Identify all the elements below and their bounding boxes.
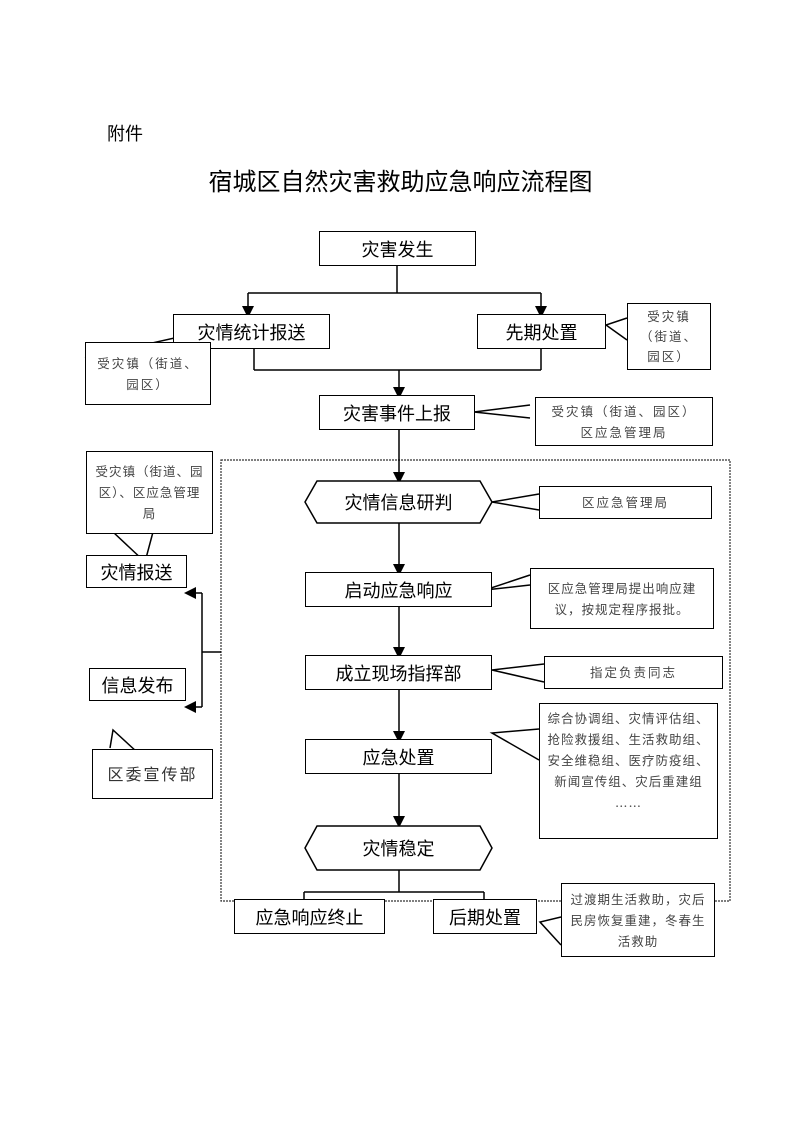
note-field-command: 指定负责同志 [544,656,723,689]
node-info-assessment: 灾情信息研判 [344,493,453,514]
page-title: 宿城区自然灾害救助应急响应流程图 [208,168,593,196]
note-info-release: 区委宣传部 [92,749,213,799]
node-start-response: 启动应急响应 [305,572,492,607]
node-situation-stable: 灾情稳定 [362,839,435,860]
node-field-command: 成立现场指挥部 [305,655,492,690]
note-initial-response: 受灾镇 （街道、 园区） [627,303,711,370]
hexagon-info-assessment [304,480,493,524]
node-event-report: 灾害事件上报 [319,395,475,430]
hexagon-situation-stable [304,825,493,871]
node-response-end: 应急响应终止 [234,899,385,934]
note-event-report: 受灾镇（街道、园区） 区应急管理局 [535,397,713,446]
note-post-handling: 过渡期生活救助，灾后 民房恢复重建，冬春生 活救助 [561,883,715,957]
node-initial-response: 先期处置 [477,314,606,349]
note-stats-report: 受灾镇（街道、 园区） [85,342,211,405]
node-stats-report: 灾情统计报送 [173,314,330,349]
note-emergency-handling: 综合协调组、灾情评估组、 抢险救援组、生活救助组、 安全维稳组、医疗防疫组、 新… [539,703,718,839]
node-disaster-report: 灾情报送 [86,555,187,588]
attachment-label: 附件 [107,124,143,145]
note-start-response: 区应急管理局提出响应建 议，按规定程序报批。 [530,568,714,629]
node-emergency-handling: 应急处置 [305,739,492,774]
node-post-handling: 后期处置 [433,899,537,934]
node-info-release: 信息发布 [89,668,186,701]
node-disaster-occurs: 灾害发生 [319,231,476,266]
note-disaster-report: 受灾镇（街道、园 区）、区应急管理 局 [86,451,213,534]
note-info-assessment: 区应急管理局 [539,486,712,519]
